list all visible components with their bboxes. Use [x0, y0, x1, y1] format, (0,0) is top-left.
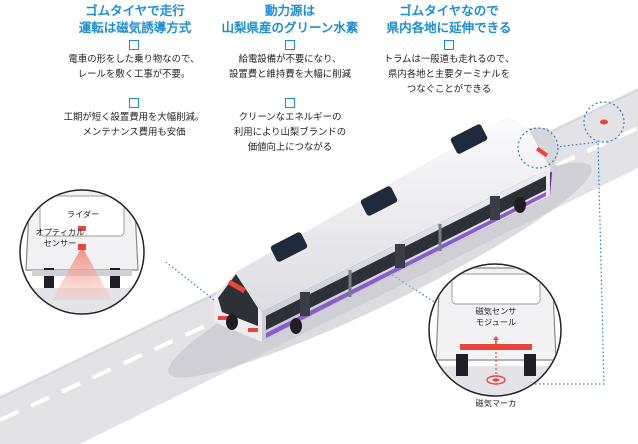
tram-rear-light	[535, 146, 549, 158]
tram	[214, 116, 560, 342]
lidar-label: ライダー	[66, 209, 100, 219]
item-line: 給電設備が不要になり、	[238, 54, 342, 65]
item-line: メンテナンス費用も安価	[82, 127, 186, 138]
feature-item: トラムは一般道も走れるので、 県内各地と主要ターミナルを つなぐことができる	[370, 40, 528, 97]
tram-headlight	[248, 328, 258, 332]
feature-column-rubber-tires: ゴムタイヤで走行 運転は磁気誘導方式	[60, 2, 210, 36]
headline-line: 県内各地に延伸できる	[386, 20, 512, 35]
tram-wheel	[514, 197, 526, 213]
feature-column-extension: ゴムタイヤなので 県内各地に延伸できる	[374, 2, 524, 36]
label-line: 磁気センサ	[475, 306, 517, 316]
tram-roof	[236, 116, 550, 312]
item-line: 価値向上につながる	[247, 142, 333, 153]
optical-sensor	[78, 244, 86, 250]
tram-door	[300, 292, 310, 316]
tram-skylight	[360, 186, 398, 216]
item-line: 県内各地と主要ターミナルを	[388, 69, 510, 80]
headline-line: 動力源は	[264, 3, 315, 18]
feature-item: 工期が短く設置費用を大幅削減。 メンテナンス費用も安価	[54, 98, 214, 140]
checkbox-icon	[129, 40, 139, 50]
headline-line: 運転は磁気誘導方式	[78, 20, 192, 35]
tram-windows	[266, 176, 546, 330]
item-line: 電車の形をした乗り物なので、	[68, 54, 200, 65]
checkbox-icon	[444, 40, 454, 50]
column-headline: ゴムタイヤなので 県内各地に延伸できる	[374, 2, 524, 36]
item-line: 工期が短く設置費用を大幅削減。	[63, 112, 205, 123]
rear-detail-marker	[517, 127, 559, 169]
feature-item: 給電設備が不要になり、 設置費と維持費を大幅に削減	[212, 40, 368, 82]
tram-rear	[528, 128, 560, 172]
tram-destination-sign	[227, 279, 246, 294]
tram-headlight	[218, 316, 230, 320]
optical-sensor-beam	[52, 250, 112, 300]
column-headline: 動力源は 山梨県産のグリーン水素	[212, 2, 368, 36]
tram-windshield	[218, 274, 258, 326]
headline-line: ゴムタイヤなので	[399, 3, 499, 18]
label-line: モジュール	[475, 317, 517, 327]
tram-skylight	[270, 232, 308, 262]
lidar-sensor	[78, 226, 86, 231]
headline-line: ゴムタイヤで走行	[85, 3, 185, 18]
front-sensor-inset	[19, 189, 145, 315]
tram-door	[490, 196, 500, 220]
label-line: オプティカル	[35, 227, 85, 237]
feature-item: クリーンなエネルギーの 利用により山梨ブランドの 価値向上につながる	[212, 98, 368, 155]
headline-line: 山梨県産のグリーン水素	[221, 20, 359, 35]
column-headline: ゴムタイヤで走行 運転は磁気誘導方式	[60, 2, 210, 36]
checkbox-icon	[285, 40, 295, 50]
item-line: レールを敷く工事が不要。	[77, 69, 191, 80]
item-line: 設置費と維持費を大幅に削減	[229, 69, 351, 80]
tram-door	[395, 244, 405, 268]
magnetic-sensor-module-bar	[460, 344, 532, 350]
optical-sensor-label: オプティカル センサー	[30, 227, 90, 249]
label-line: センサー	[43, 238, 77, 248]
tram-wheel	[290, 318, 302, 334]
tram-skylight	[450, 124, 488, 154]
distant-marker	[583, 101, 625, 143]
magnetic-marker-label: 磁気マーカ	[475, 398, 517, 408]
tram-accent-stripe	[266, 192, 546, 338]
magnetic-marker	[486, 375, 506, 385]
item-line: トラムは一般道も走れるので、	[383, 54, 515, 65]
tram-wheel	[226, 314, 238, 330]
checkbox-icon	[129, 98, 139, 108]
magnetic-sensor-inset	[428, 263, 562, 397]
feature-item: 電車の形をした乗り物なので、 レールを敷く工事が不要。	[60, 40, 208, 82]
magnetic-sensor-module-label: 磁気センサ モジュール	[464, 306, 528, 328]
item-line: つなぐことができる	[406, 84, 492, 95]
checkbox-icon	[285, 98, 295, 108]
item-line: 利用により山梨ブランドの	[233, 127, 347, 138]
item-line: クリーンなエネルギーの	[238, 112, 342, 123]
feature-column-hydrogen: 動力源は 山梨県産のグリーン水素	[212, 2, 368, 36]
